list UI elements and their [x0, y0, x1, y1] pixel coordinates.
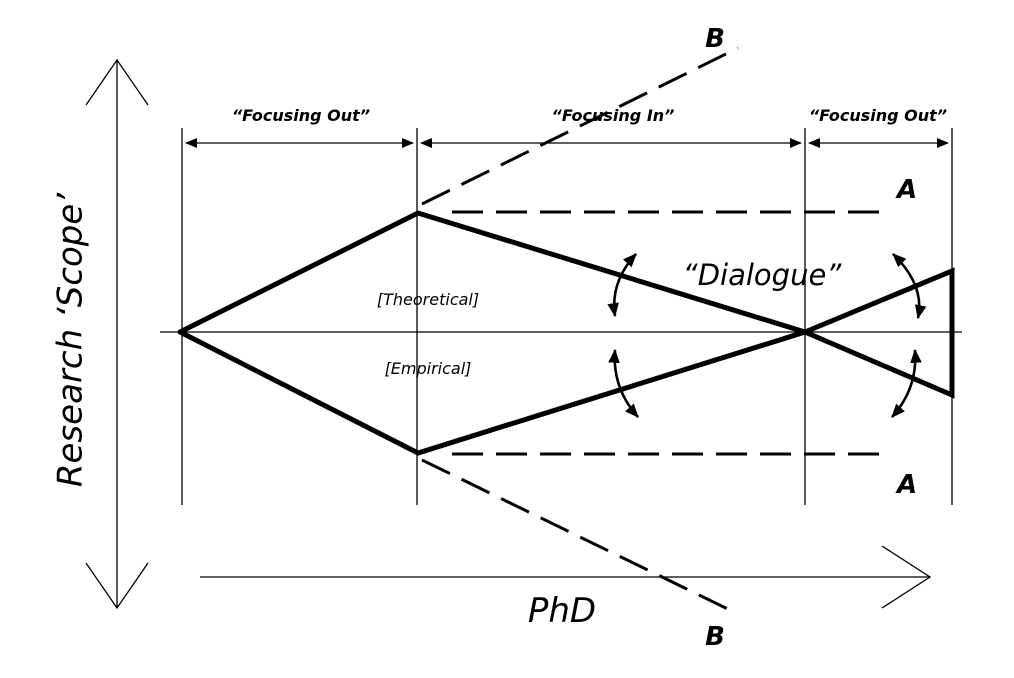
dialogue-arrow-upper-left [607, 253, 637, 318]
dialogue-arrow-lower-left [608, 348, 639, 418]
label-empirical: [Empirical] [385, 359, 472, 378]
scope-outline-shape [177, 210, 955, 456]
label-a-bottom: A [895, 470, 917, 500]
vertical-scope-arrow [85, 58, 149, 610]
label-a-top: A [895, 175, 917, 205]
phd-timeline-arrow [200, 545, 932, 609]
label-dialogue: “Dialogue” [683, 258, 843, 292]
dashed-lines-b [421, 46, 739, 616]
label-focusing-in: “Focusing In” [552, 106, 675, 125]
label-b-top: B [705, 24, 725, 54]
dialogue-curved-arrows [607, 253, 927, 418]
dialogue-arrow-upper-right [892, 253, 927, 320]
label-focusing-out-left: “Focusing Out” [232, 106, 370, 125]
dashed-lines-a [452, 210, 890, 456]
label-b-bottom: B [705, 622, 725, 652]
label-phd: PhD [528, 591, 596, 631]
dialogue-arrow-lower-right [891, 348, 922, 418]
phase-boundary-lines [181, 128, 953, 505]
label-theoretical: [Theoretical] [377, 290, 479, 309]
label-focusing-out-right: “Focusing Out” [809, 106, 947, 125]
label-research-scope: Research ‘Scope’ [51, 192, 91, 487]
